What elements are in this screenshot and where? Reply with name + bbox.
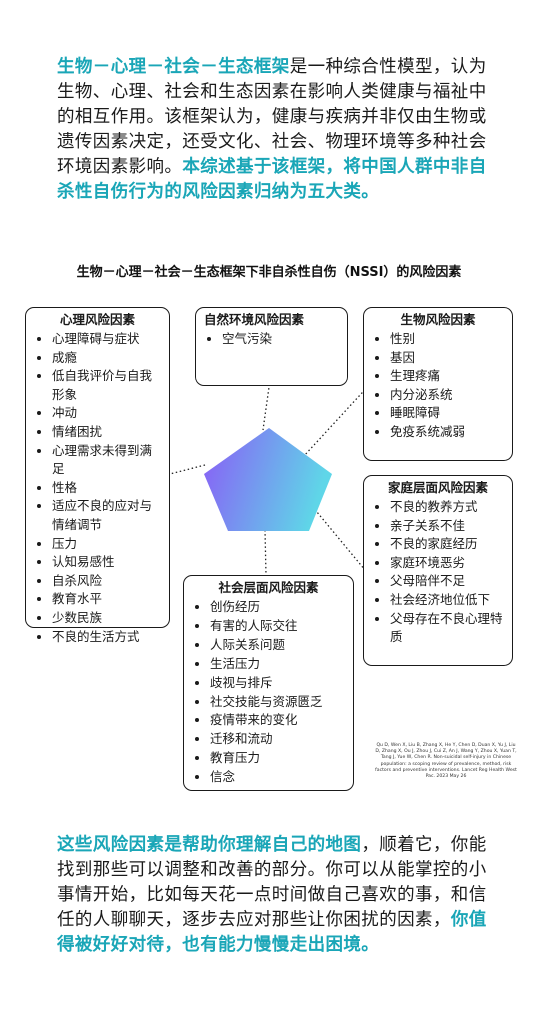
connector-social [264, 529, 267, 576]
bio-risk-title: 生物风险因素 [400, 312, 476, 327]
social-risk-box: 社会层面风险因素 创伤经历 有害的人际交往 人际关系问题 生活压力 歧视与排斥 … [183, 575, 354, 791]
env-risk-title: 自然环境风险因素 [204, 312, 305, 327]
list-item: 空气污染 [222, 330, 339, 349]
family-risk-list: 不良的教养方式 亲子关系不佳 不良的家庭经历 家庭环境恶劣 父母陪伴不足 社会经… [372, 498, 504, 647]
list-item: 人际关系问题 [210, 636, 345, 655]
outro-paragraph: 这些风险因素是帮助你理解自己的地图，顺着它，你能找到那些可以调整和改善的部分。你… [57, 833, 497, 958]
social-risk-list: 创伤经历 有害的人际交往 人际关系问题 生活压力 歧视与排斥 社交技能与资源匮乏… [192, 598, 345, 787]
list-item: 低自我评价与自我形象 [52, 367, 161, 404]
citation-text: Qu D, Wen X, Liu B, Zhang X, He Y, Chen … [375, 743, 517, 780]
list-item: 心理需求未得到满足 [52, 442, 161, 479]
list-item: 压力 [52, 535, 161, 554]
intro-paragraph: 生物－心理－社会－生态框架是一种综合性模型，认为生物、心理、社会和生态因素在影响… [57, 55, 497, 205]
psych-risk-box: 心理风险因素 心理障碍与症状 成瘾 低自我评价与自我形象 冲动 情绪困扰 心理需… [25, 307, 170, 644]
list-item: 不良的生活方式 [52, 628, 161, 647]
list-item: 教育压力 [210, 749, 345, 768]
outro-highlight-encourage: 你值得被好好对待，也有能力慢慢走出困境。 [57, 910, 487, 955]
list-item: 有害的人际交往 [210, 617, 345, 636]
list-item: 生活压力 [210, 655, 345, 674]
diagram-title: 生物－心理－社会－生态框架下非自杀性自伤（NSSI）的风险因素 [76, 265, 462, 280]
list-item: 内分泌系统 [390, 386, 504, 405]
central-pentagon [204, 428, 332, 531]
list-item: 创伤经历 [210, 598, 345, 617]
psych-risk-list: 心理障碍与症状 成瘾 低自我评价与自我形象 冲动 情绪困扰 心理需求未得到满足 … [34, 330, 161, 646]
list-item: 冲动 [52, 404, 161, 423]
list-item: 基因 [390, 349, 504, 368]
env-risk-box: 自然环境风险因素 空气污染 [195, 307, 348, 386]
list-item: 成瘾 [52, 349, 161, 368]
list-item: 教育水平 [52, 590, 161, 609]
list-item: 疫情带来的变化 [210, 711, 345, 730]
list-item: 性格 [52, 479, 161, 498]
list-item: 社交技能与资源匮乏 [210, 693, 345, 712]
list-item: 不良的家庭经历 [390, 535, 504, 554]
env-risk-list: 空气污染 [204, 330, 339, 349]
list-item: 父母存在不良心理特质 [390, 610, 504, 647]
outro-body-text: ，顺着它，你能找到那些可以调整和改善的部分。你可以从能掌控的小事情开始，比如每天… [57, 835, 487, 930]
psych-risk-title: 心理风险因素 [59, 312, 135, 327]
list-item: 性别 [390, 330, 504, 349]
list-item: 歧视与排斥 [210, 674, 345, 693]
connector-env [262, 379, 271, 431]
connector-psych [169, 464, 206, 475]
connector-family [306, 499, 366, 571]
list-item: 家庭环境恶劣 [390, 554, 504, 573]
family-risk-box: 家庭层面风险因素 不良的教养方式 亲子关系不佳 不良的家庭经历 家庭环境恶劣 父… [363, 475, 513, 666]
list-item: 适应不良的应对与情绪调节 [52, 497, 161, 534]
intro-body-text: 是一种综合性模型，认为生物、心理、社会和生态因素在影响人类健康与福祉中的相互作用… [57, 57, 487, 177]
list-item: 迁移和流动 [210, 730, 345, 749]
list-item: 生理疼痛 [390, 367, 504, 386]
outro-highlight-map: 这些风险因素是帮助你理解自己的地图 [57, 835, 362, 855]
social-risk-title: 社会层面风险因素 [218, 580, 319, 595]
list-item: 不良的教养方式 [390, 498, 504, 517]
intro-highlight-summary: 本综述基于该框架，将中国人群中非自杀性自伤行为的风险因素归纳为五大类。 [57, 157, 487, 202]
list-item: 免疫系统减弱 [390, 423, 504, 442]
connector-bio [302, 381, 373, 458]
list-item: 睡眠障碍 [390, 404, 504, 423]
bio-risk-list: 性别 基因 生理疼痛 内分泌系统 睡眠障碍 免疫系统减弱 [372, 330, 504, 442]
list-item: 情绪困扰 [52, 423, 161, 442]
bio-risk-box: 生物风险因素 性别 基因 生理疼痛 内分泌系统 睡眠障碍 免疫系统减弱 [363, 307, 513, 461]
list-item: 认知易感性 [52, 553, 161, 572]
list-item: 社会经济地位低下 [390, 591, 504, 610]
list-item: 少数民族 [52, 609, 161, 628]
intro-highlight-framework: 生物－心理－社会－生态框架 [57, 57, 290, 77]
list-item: 信念 [210, 768, 345, 787]
family-risk-title: 家庭层面风险因素 [387, 480, 488, 495]
list-item: 自杀风险 [52, 572, 161, 591]
list-item: 父母陪伴不足 [390, 572, 504, 591]
list-item: 亲子关系不佳 [390, 517, 504, 536]
list-item: 心理障碍与症状 [52, 330, 161, 349]
